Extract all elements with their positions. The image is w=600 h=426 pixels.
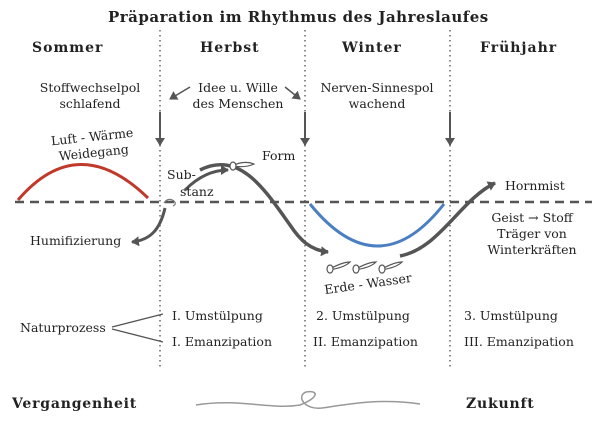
- label-stoffwechselpol: Stoffwechselpol schlafend: [39, 80, 141, 111]
- blue-arc: [308, 203, 446, 248]
- label-umstuelpung-3: 3. Umstülpung: [464, 308, 558, 323]
- season-winter: Winter: [342, 40, 402, 56]
- season-fruehjahr: Frühjahr: [480, 40, 558, 56]
- label-zukunft: Zukunft: [466, 396, 535, 412]
- label-emanzipation-2: II. Emanzipation: [313, 334, 418, 349]
- swirl-icon: [163, 198, 176, 207]
- label-naturprozess: Naturprozess: [20, 320, 106, 335]
- red-arc: [16, 163, 150, 201]
- fork-line-top: [111, 313, 164, 328]
- label-vergangenheit: Vergangenheit: [12, 396, 138, 412]
- time-wave: [195, 390, 421, 409]
- label-emanzipation-1: I. Emanzipation: [172, 334, 272, 349]
- label-substanz-2: stanz: [180, 184, 214, 199]
- label-form: Form: [262, 148, 296, 163]
- label-substanz-1: Sub-: [167, 167, 196, 182]
- arrow-to-horn: [183, 165, 229, 192]
- horn-icons-erde: [326, 261, 404, 274]
- label-umstuelpung-2: 2. Umstülpung: [316, 308, 410, 323]
- season-sommer: Sommer: [32, 40, 104, 56]
- label-humifizierung: Humifizierung: [30, 233, 122, 248]
- arrow-idee-right: [284, 86, 301, 100]
- fork-line-bottom: [111, 328, 164, 343]
- label-emanzipation-3: III. Emanzipation: [464, 334, 574, 349]
- horn-icon-form: [229, 161, 256, 171]
- label-hornmist: Hornmist: [505, 178, 565, 193]
- season-herbst: Herbst: [200, 40, 260, 56]
- wave-arrow-up: [399, 181, 496, 258]
- label-umstuelpung-1: I. Umstülpung: [172, 308, 263, 323]
- diagram-title: Präparation im Rhythmus des Jahreslaufes: [108, 8, 489, 26]
- humifizierung-arrow: [131, 207, 167, 247]
- label-nerven-sinnespol: Nerven-Sinnespol wachend: [320, 80, 434, 111]
- label-geist-stoff: Geist → Stoff Träger von Winterkräften: [487, 210, 577, 257]
- label-idee-wille: Idee u. Wille des Menschen: [192, 80, 284, 111]
- arrow-idee-left: [169, 86, 191, 100]
- wave-arrow-down: [199, 162, 329, 257]
